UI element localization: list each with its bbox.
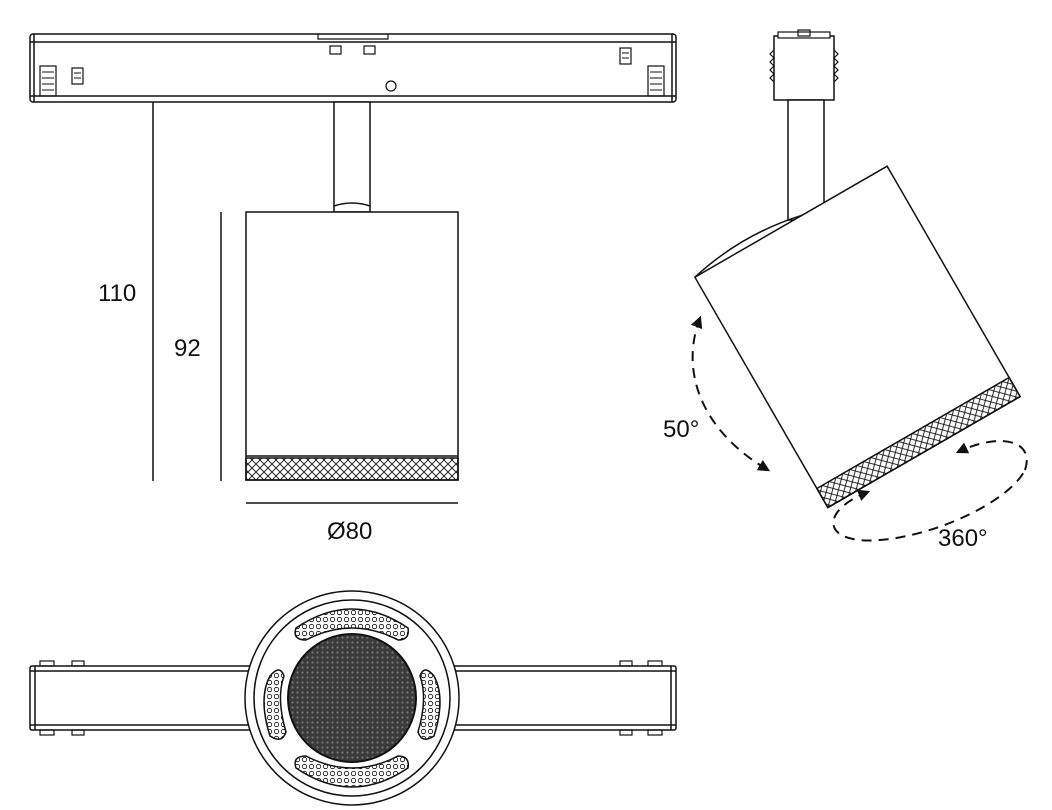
dimension-label-92: 92	[174, 335, 201, 362]
dimension-label-diameter: Ø80	[327, 518, 373, 545]
tilt-arrow	[690, 315, 771, 472]
front-view	[29, 33, 677, 504]
dimension-label-110: 110	[98, 280, 137, 307]
stem	[333, 101, 371, 213]
lens	[287, 633, 417, 763]
rotation-angle-label: 360°	[938, 525, 988, 552]
vent-right	[417, 669, 441, 740]
tilt-angle-label: 50°	[663, 416, 700, 443]
vent-bottom	[294, 755, 410, 788]
side-view	[690, 29, 1028, 542]
rotation-arrow-back	[955, 440, 1028, 471]
rotation-arrow-front	[832, 469, 1026, 542]
vent-left	[263, 669, 287, 740]
side-stem	[787, 99, 825, 221]
bottom-lamp-face	[244, 590, 460, 806]
track-adapter	[29, 33, 677, 103]
vent-top	[294, 608, 410, 641]
bottom-view	[29, 590, 677, 806]
side-adapter	[769, 29, 839, 101]
lamp-head	[245, 211, 459, 481]
side-lamp-head	[693, 165, 1022, 509]
